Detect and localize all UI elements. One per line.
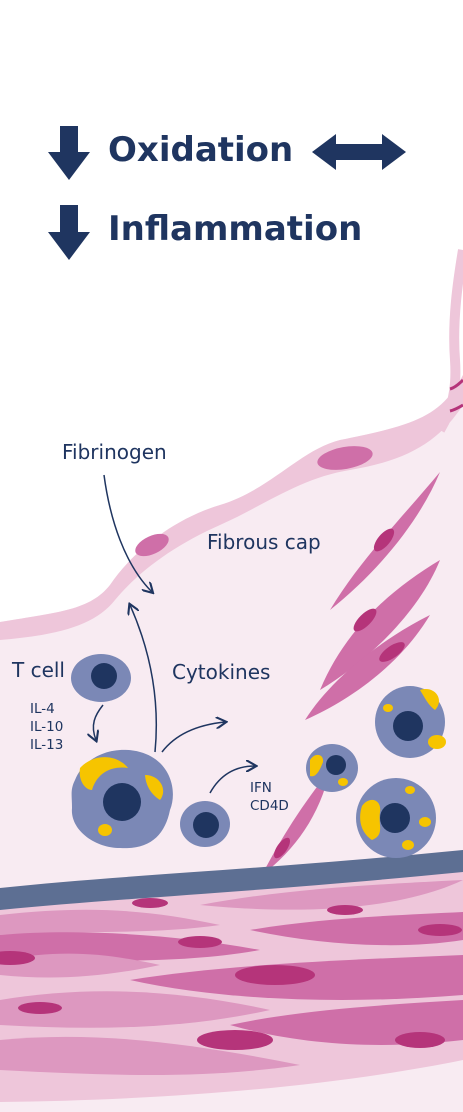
- double-arrow-icon: [312, 134, 406, 170]
- media-fiber: [200, 880, 463, 910]
- interleukin-label: IL-4: [30, 701, 55, 717]
- smooth-muscle-cell: [320, 560, 440, 690]
- media-nucleus: [418, 924, 462, 936]
- smooth-muscle-nucleus: [373, 528, 395, 552]
- foam-cell-nucleus: [380, 803, 410, 833]
- media-fiber: [0, 953, 160, 978]
- smooth-muscle-cell: [305, 615, 430, 720]
- media-fiber: [0, 1036, 300, 1075]
- down-arrow-icon: [48, 205, 90, 260]
- interleukin-list: IL-4 IL-10 IL-13: [30, 700, 63, 754]
- media-fiber: [250, 912, 463, 946]
- media-nucleus: [132, 898, 168, 908]
- lipid-droplet: [360, 799, 381, 840]
- cytokine-right-arrow: [161, 722, 225, 753]
- lipid-droplet: [98, 824, 112, 836]
- fibrinogen-label: Fibrinogen: [62, 440, 167, 464]
- t-cell-signal-arrow: [93, 704, 104, 740]
- lipid-droplet: [419, 817, 431, 827]
- lipid-droplet: [79, 757, 128, 790]
- fibrous-cap-label: Fibrous cap: [207, 530, 321, 554]
- lipid-droplet: [383, 704, 393, 712]
- media-nucleus: [235, 965, 315, 985]
- media-nucleus: [327, 905, 363, 915]
- cap-cell-nucleus: [135, 533, 169, 557]
- lipid-droplet: [338, 778, 348, 786]
- media-nucleus: [18, 1002, 62, 1014]
- foam-cell-nucleus: [393, 711, 423, 741]
- t-cell-nucleus: [91, 663, 117, 689]
- interleukin-label: IL-10: [30, 719, 64, 735]
- cap-cell-nucleus: [317, 446, 373, 470]
- lipid-droplet: [405, 786, 415, 794]
- ifn-arrow: [209, 766, 255, 794]
- media-nucleus: [178, 936, 222, 948]
- lipid-droplet: [420, 689, 440, 710]
- fibrous-cap-band: [0, 375, 463, 640]
- down-arrow-icon: [48, 126, 90, 180]
- smooth-muscle-nucleus: [273, 837, 291, 859]
- lipid-droplet: [402, 840, 414, 850]
- lipid-droplet: [428, 735, 446, 749]
- media-fiber: [0, 932, 260, 961]
- media-nucleus: [395, 1032, 445, 1048]
- media-nucleus: [0, 951, 35, 965]
- media-fiber: [0, 909, 220, 935]
- ifn-label: IFN: [250, 780, 272, 796]
- interleukin-label: IL-13: [30, 737, 64, 753]
- cytokines-label: Cytokines: [172, 660, 271, 684]
- cytokine-up-arrow: [130, 605, 158, 753]
- oxidation-heading: Oxidation: [108, 130, 294, 170]
- elastic-lamina: [0, 850, 463, 910]
- t-cell-label: T cell: [12, 658, 65, 682]
- lipid-droplet: [145, 775, 164, 800]
- lumen-mark: [449, 403, 463, 413]
- macrophage-nucleus: [103, 783, 141, 821]
- cd4d-label: CD4D: [250, 798, 289, 814]
- fibrinogen-arrow: [103, 474, 152, 592]
- ifn-cd4d-labels: IFN CD4D: [250, 779, 289, 815]
- inflammation-heading: Inflammation: [108, 209, 363, 249]
- foam-cell-nucleus: [326, 755, 346, 775]
- media-fiber: [0, 991, 270, 1028]
- lumen-mark: [449, 378, 463, 391]
- smooth-muscle-nucleus: [353, 608, 377, 632]
- lipid-droplet: [310, 754, 324, 777]
- monocyte-nucleus: [193, 812, 219, 838]
- smooth-muscle-nucleus: [379, 642, 405, 662]
- media-nucleus: [197, 1030, 273, 1050]
